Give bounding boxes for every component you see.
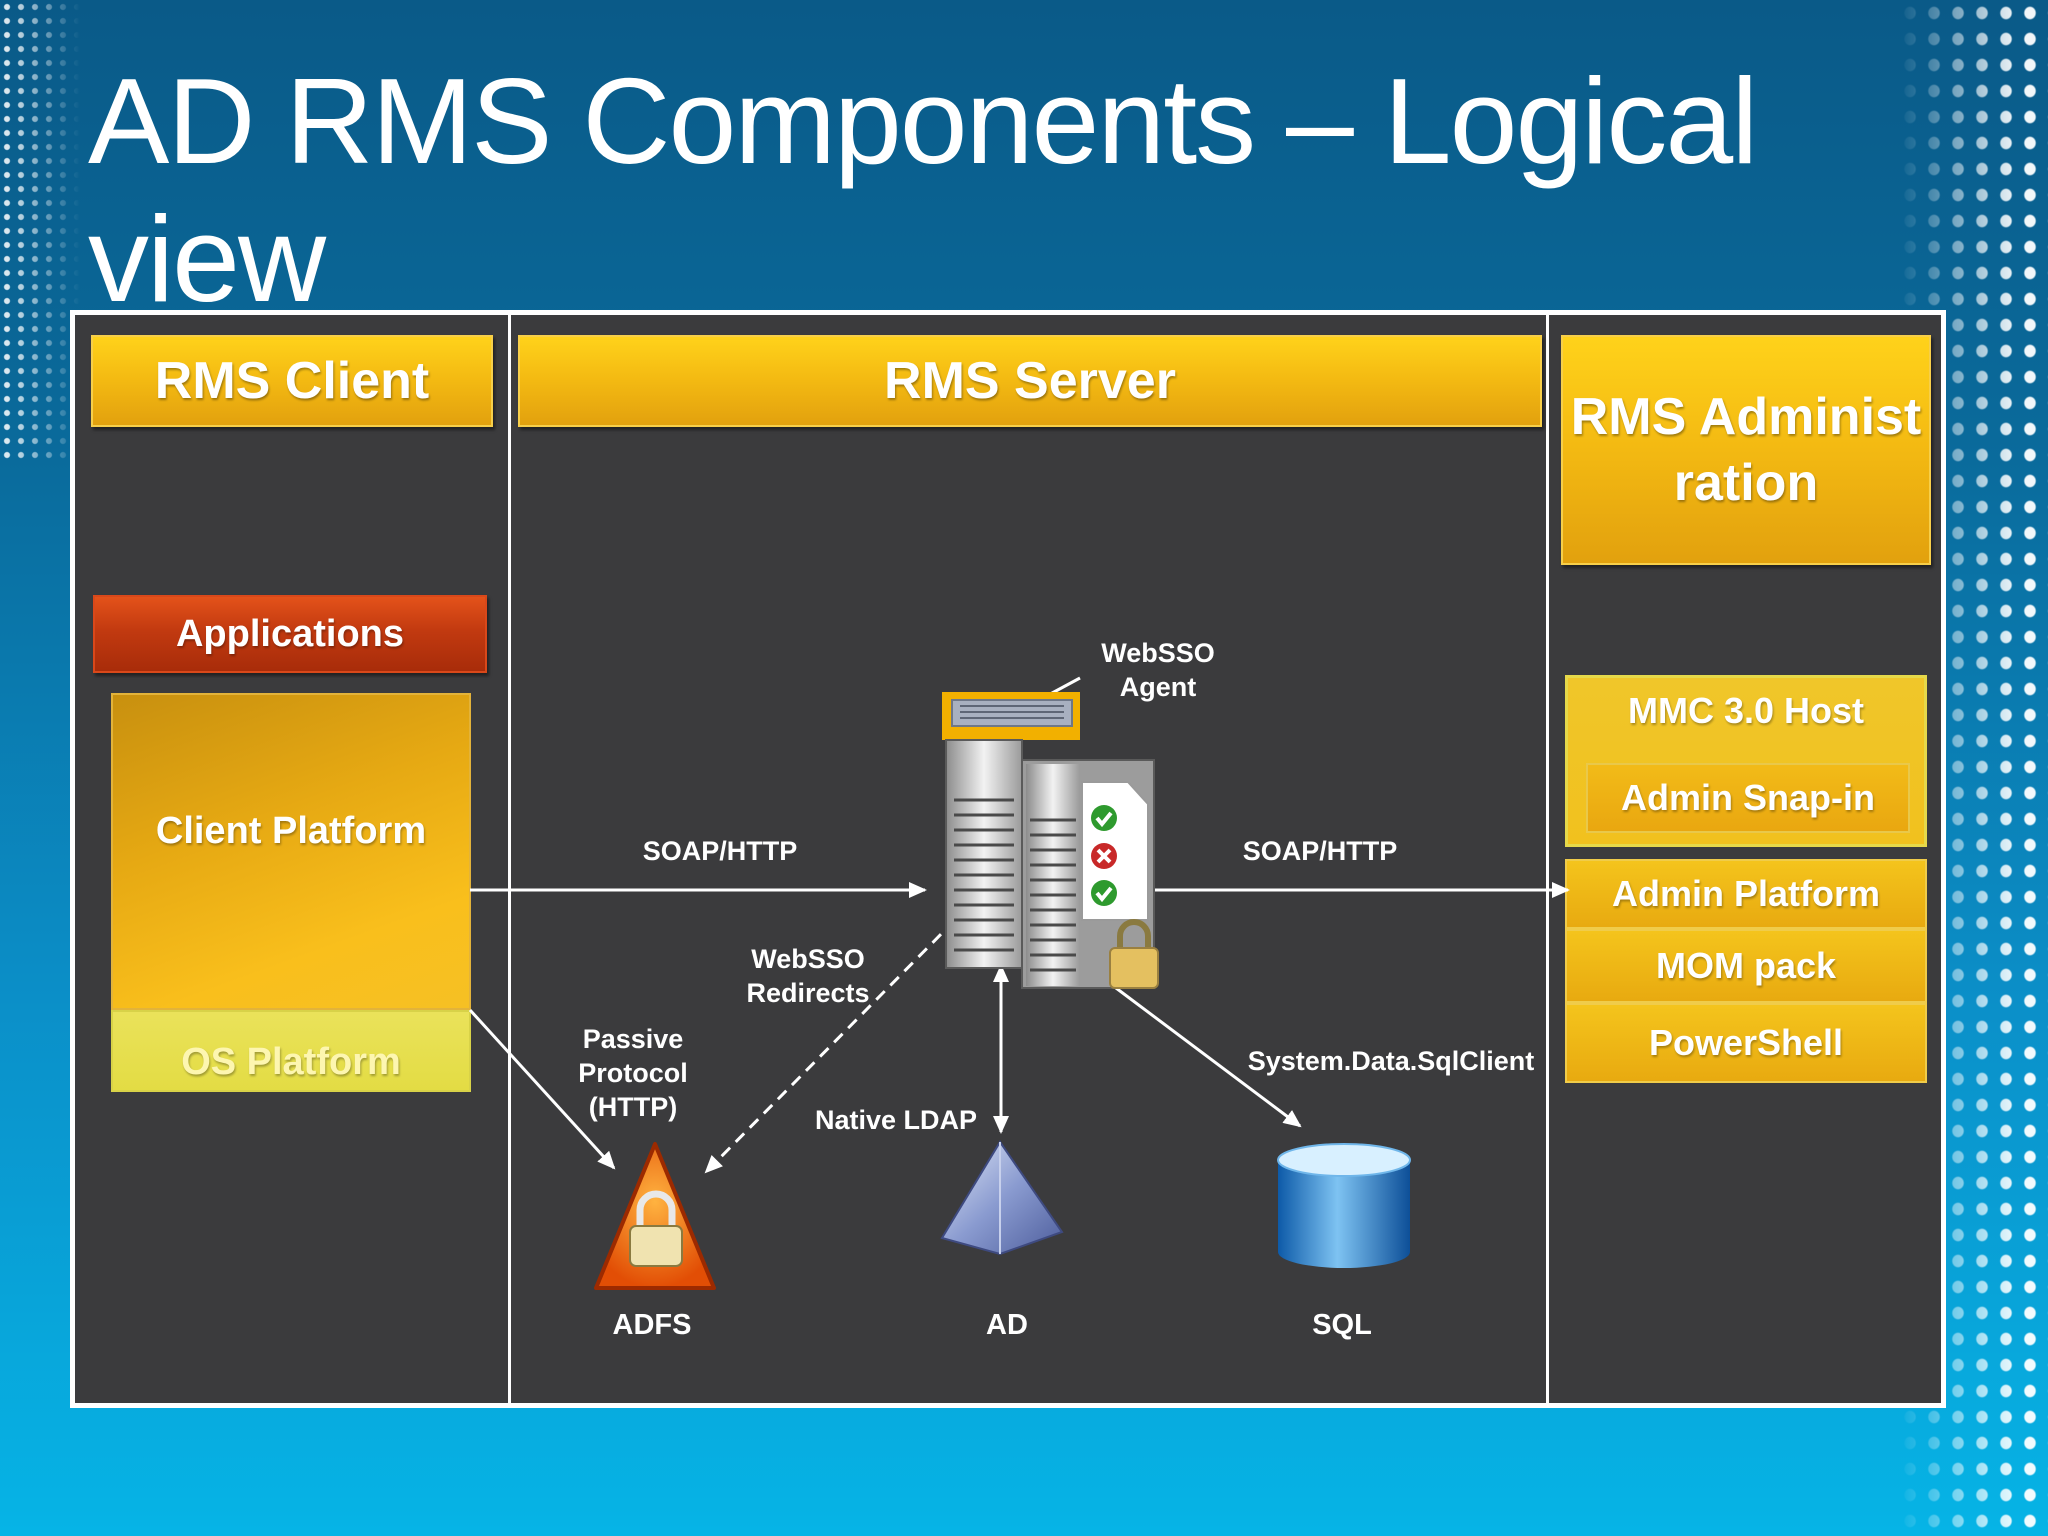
mom-pack-box: MOM pack xyxy=(1565,929,1927,1003)
admin-platform-box: Admin Platform xyxy=(1565,859,1927,929)
header-rms-client: RMS Client xyxy=(91,335,493,427)
sqlclient-arrow xyxy=(1107,980,1302,1128)
powershell-box: PowerShell xyxy=(1565,1003,1927,1083)
client-platform-box: Client Platform xyxy=(111,693,471,1010)
column-divider-left xyxy=(508,315,511,1403)
sql-label: SQL xyxy=(1312,1309,1372,1341)
ad-pyramid-icon xyxy=(940,1140,1064,1256)
soap-http-right-label: SOAP/HTTP xyxy=(1242,836,1398,866)
os-platform-box: OS Platform xyxy=(111,1010,471,1092)
adfs-lock-icon xyxy=(594,1142,716,1290)
x-icon xyxy=(1091,843,1117,869)
check-icon xyxy=(1091,805,1117,831)
websso-agent-label: WebSSO Agent xyxy=(1101,638,1215,702)
adfs-label: ADFS xyxy=(612,1309,692,1341)
column-divider-right xyxy=(1546,315,1549,1403)
websso-redirects-label: WebSSO Redirects xyxy=(746,944,870,1008)
passive-protocol-arrow xyxy=(468,1008,616,1170)
mmc-host-label: MMC 3.0 Host xyxy=(1627,690,1865,731)
sqlclient-label: System.Data.SqlClient xyxy=(1247,1046,1535,1076)
server-icon xyxy=(942,692,1155,989)
admin-snapin-box: Admin Snap-in xyxy=(1586,763,1910,833)
header-rms-server: RMS Server xyxy=(518,335,1542,427)
ad-label: AD xyxy=(986,1309,1028,1341)
padlock-icon xyxy=(1109,919,1159,989)
dot-pattern-left xyxy=(0,0,80,460)
check-icon xyxy=(1091,880,1117,906)
slide-title: AD RMS Components – Logical view xyxy=(88,53,1758,327)
sql-database-icon xyxy=(1277,1143,1411,1268)
applications-box: Applications xyxy=(93,595,487,673)
header-rms-administration: RMS Administration xyxy=(1561,335,1931,565)
passive-protocol-label: Passive Protocol (HTTP) xyxy=(578,1024,688,1122)
soap-http-left-label: SOAP/HTTP xyxy=(642,836,798,866)
native-ldap-label: Native LDAP xyxy=(814,1105,978,1135)
